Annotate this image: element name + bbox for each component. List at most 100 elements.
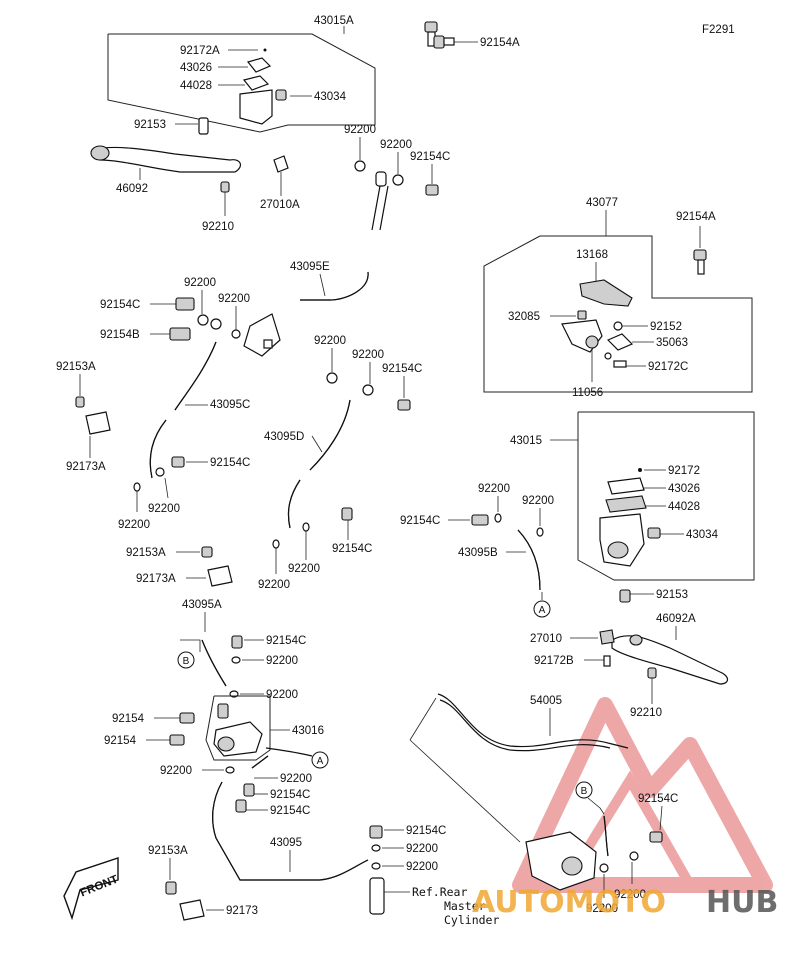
ref-b-label-2: B [581,786,588,797]
ref-rear-line1: Ref.Rear [412,885,467,899]
label-92173A: 92173A [66,461,106,473]
label-92200: 92200 [406,843,438,855]
label-92154: 92154 [112,713,145,725]
watermark-text: AUTOMOTO HUB [472,885,778,920]
label-43095A: 43095A [182,599,222,611]
cable-54005: 54005 [409,693,629,843]
clamp-92173A: 92153A 92173A [126,546,233,587]
label-92154C: 92154C [100,299,140,311]
label-92153A: 92153A [56,361,96,373]
label-11056: 11056 [572,387,603,399]
label-92210: 92210 [630,707,662,719]
label-92153A: 92153A [148,845,188,857]
label-92200: 92200 [118,519,150,531]
label-43095B: 43095B [458,547,498,559]
ref-b-circle [177,651,195,669]
label-43026: 43026 [668,483,700,495]
hose-43095: 43095 92154C 92200 92200 Ref.Rear Master… [262,825,499,927]
label-92154C: 92154C [638,793,678,805]
label-43034: 43034 [314,91,347,103]
label-92200: 92200 [160,765,192,777]
label-92154C: 92154C [400,515,440,527]
joint-left-upper: 92200 92154C 92200 92154B [100,277,281,357]
label-92210: 92210 [202,221,234,233]
label-92153: 92153 [134,119,166,131]
label-43015A: 43015A [314,15,354,27]
ref-a-circle-2 [311,751,329,769]
label-92154C: 92154C [270,789,310,801]
hose-43095C: 43095C 92153A 92173A 92154C 92200 92200 [56,341,250,531]
label-92200: 92200 [258,579,290,591]
clamp-92173: 92153A 92173 [148,845,258,921]
watermark-automoto: AUTOMOTO [472,885,666,920]
hose-43095D: 92200 92200 92154C 43095D 92154C 92200 9… [258,335,422,591]
label-27010: 27010 [530,633,562,645]
label-13168: 13168 [576,249,608,261]
label-92152: 92152 [650,321,682,333]
label-92153: 92153 [656,589,688,601]
group-43015: 43015 92172 43026 44028 43034 [510,411,755,581]
label-43015: 43015 [510,435,542,447]
ref-rear-line3: Cylinder [444,913,499,927]
label-44028: 44028 [180,80,212,92]
label-92200: 92200 [380,139,412,151]
washers-top: 92200 92200 92154C [344,124,450,196]
ref-rear-line2: Master [444,899,486,913]
label-92154C: 92154C [332,543,372,555]
label-92154C: 92154C [270,805,310,817]
label-92172: 92172 [668,465,700,477]
ref-a-circle [533,600,551,618]
label-43095: 43095 [270,837,302,849]
label-92154A: 92154A [480,37,520,49]
label-43016: 43016 [292,725,324,737]
label-32085: 32085 [508,311,540,323]
caliper: B 92154C 92200 92200 [525,781,678,915]
label-92200: 92200 [478,483,510,495]
ref-b-label: B [183,656,190,667]
label-92200: 92200 [218,293,250,305]
label-92172B: 92172B [534,655,574,667]
label-92153A: 92153A [126,547,166,559]
bolt-92154A-top: 92154A [424,21,520,49]
label-92200: 92200 [614,889,646,901]
label-43095D: 43095D [264,431,304,443]
label-92154B: 92154B [100,329,140,341]
ref-a-label: A [539,605,546,616]
diagram-code: F2291 [702,24,735,36]
label-92154C: 92154C [410,151,450,163]
label-92200: 92200 [522,495,554,507]
watermark-hub: HUB [706,885,778,920]
label-92200: 92200 [266,689,298,701]
label-92200: 92200 [288,563,320,575]
hose-43095B: 92200 92200 92154C 43095B A [400,483,554,618]
label-92200: 92200 [314,335,346,347]
label-92173A: 92173A [136,573,176,585]
label-92200: 92200 [352,349,384,361]
label-43026: 43026 [180,62,212,74]
label-92173: 92173 [226,905,258,917]
label-92200: 92200 [184,277,216,289]
label-92200: 92200 [266,655,298,667]
label-92200: 92200 [586,903,618,915]
group-43015A: 43015A 92172A 43026 44028 43034 [107,15,376,133]
label-92172C: 92172C [648,361,688,373]
lever-46092: 92153 46092 92210 27010A [90,117,300,233]
label-54005: 54005 [530,695,562,707]
ref-b-circle-2 [575,781,593,799]
label-46092A: 46092A [656,613,696,625]
ref-a-label-2: A [317,756,324,767]
hose-43095E: 43095E [290,171,389,301]
label-92200: 92200 [344,124,376,136]
label-43034: 43034 [686,529,719,541]
label-46092: 46092 [116,183,148,195]
label-92154C: 92154C [266,635,306,647]
label-43095C: 43095C [210,399,250,411]
label-92200: 92200 [406,861,438,873]
label-92154A: 92154A [676,211,716,223]
label-92154C: 92154C [210,457,250,469]
label-43077: 43077 [586,197,618,209]
label-92154C: 92154C [406,825,446,837]
label-92172A: 92172A [180,45,220,57]
